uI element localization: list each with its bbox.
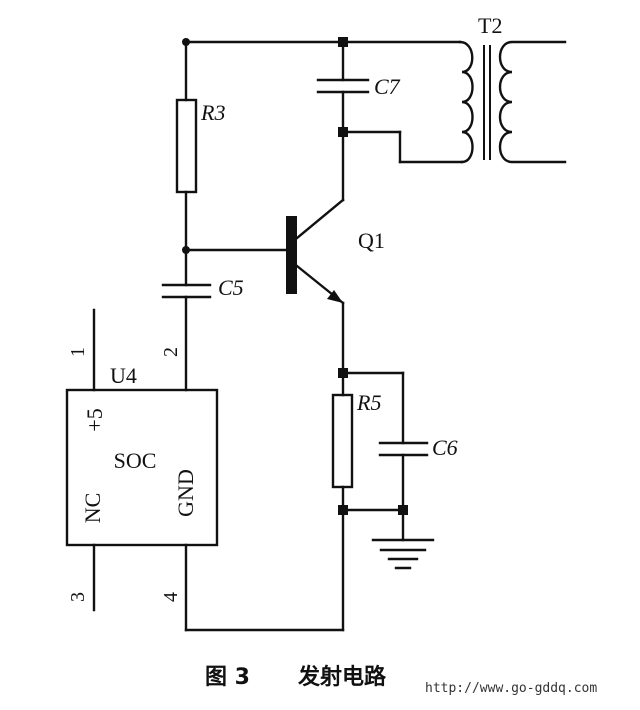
junction-dot [338,505,348,515]
junction-dot [182,38,190,46]
figure-number: 图 3 [205,665,250,690]
label-c6: C6 [432,435,458,460]
resistor-r5 [331,393,354,489]
emitter-arrow-icon [327,290,343,303]
pin-label-3: 3 [67,592,89,602]
pin-label-1: 1 [67,347,89,357]
chip-name-soc: SOC [114,448,157,473]
transistor-q1-collector [295,198,345,240]
junction-dot [338,37,348,47]
chip-pin-plus5: +5 [82,408,107,431]
chip-u4-body [65,388,219,547]
transformer-t2-secondary [498,40,567,164]
transformer-t2-primary [458,40,474,164]
label-t2: T2 [478,13,502,38]
pin-label-2: 2 [160,347,182,357]
watermark-url: http://www.go-gddq.com [425,681,597,696]
label-q1: Q1 [358,228,385,253]
transistor-q1-base-bar [286,216,297,294]
figure-title: 发射电路 [297,664,387,690]
junction-dot [182,246,190,254]
pin-label-4: 4 [160,592,182,602]
label-r3: R3 [200,100,225,125]
chip-pin-nc: NC [80,493,105,524]
resistor-r3 [175,98,198,194]
label-u4: U4 [110,363,137,388]
junction-dot [398,505,408,515]
label-c5: C5 [218,275,244,300]
label-r5: R5 [356,390,381,415]
junction-dot [338,127,348,137]
label-c7: C7 [374,74,401,99]
junction-dot [338,368,348,378]
chip-pin-gnd: GND [173,469,198,517]
